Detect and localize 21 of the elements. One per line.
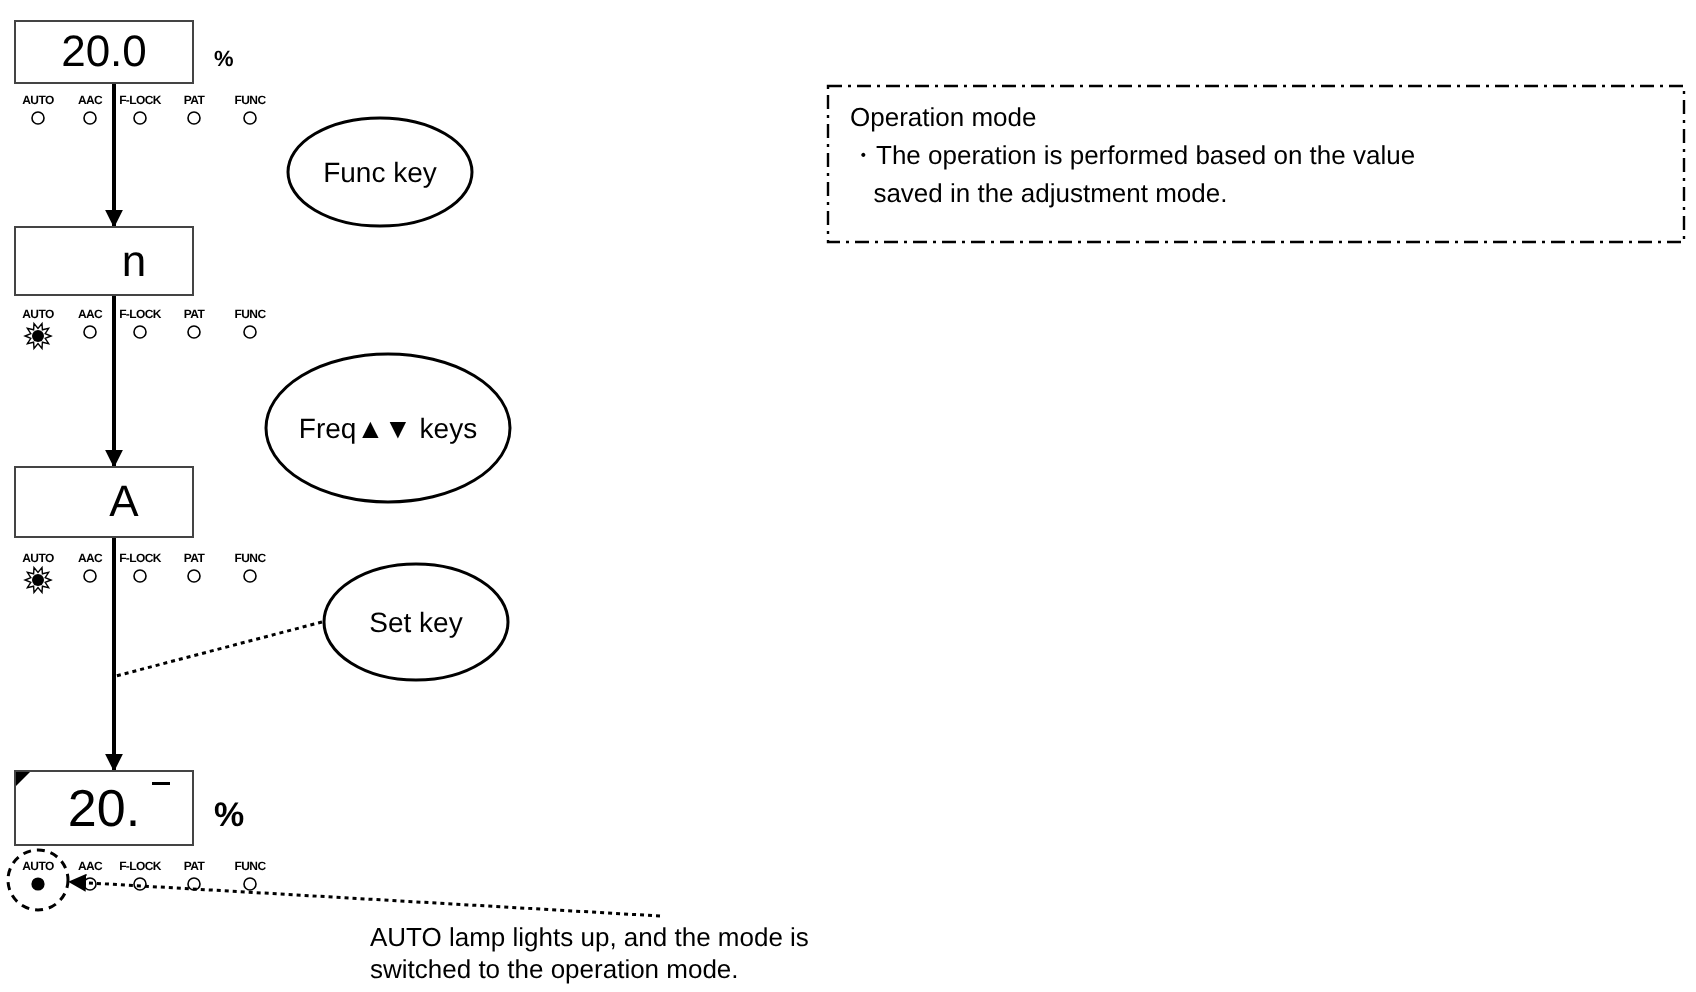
key-name: Set key xyxy=(369,606,463,638)
display-box xyxy=(14,20,194,84)
display-reading: n xyxy=(119,235,147,287)
display-box xyxy=(14,466,194,538)
display-box xyxy=(14,770,194,846)
dotted-line xyxy=(115,620,323,678)
key-name: Func key xyxy=(323,156,437,188)
display-reading: 20.0 xyxy=(61,26,147,78)
note-text: ・The operation is performed based on the value saved in the adjustment mode. xyxy=(850,138,1418,212)
arrow xyxy=(105,296,123,468)
arrow xyxy=(105,538,123,772)
unit-label: % xyxy=(214,48,234,72)
key-name: Freq▲▼ keys xyxy=(298,412,478,444)
leader-line xyxy=(68,873,661,918)
display-box xyxy=(14,226,194,296)
arrow xyxy=(105,84,123,228)
unit-label: % xyxy=(214,796,245,836)
display-reading: A xyxy=(107,476,139,528)
note-text: AUTO lamp lights up, and the mode is switched to the operation mode. xyxy=(370,916,860,988)
display-reading: 20. xyxy=(67,777,141,839)
note-heading: Operation mode xyxy=(850,100,1039,136)
